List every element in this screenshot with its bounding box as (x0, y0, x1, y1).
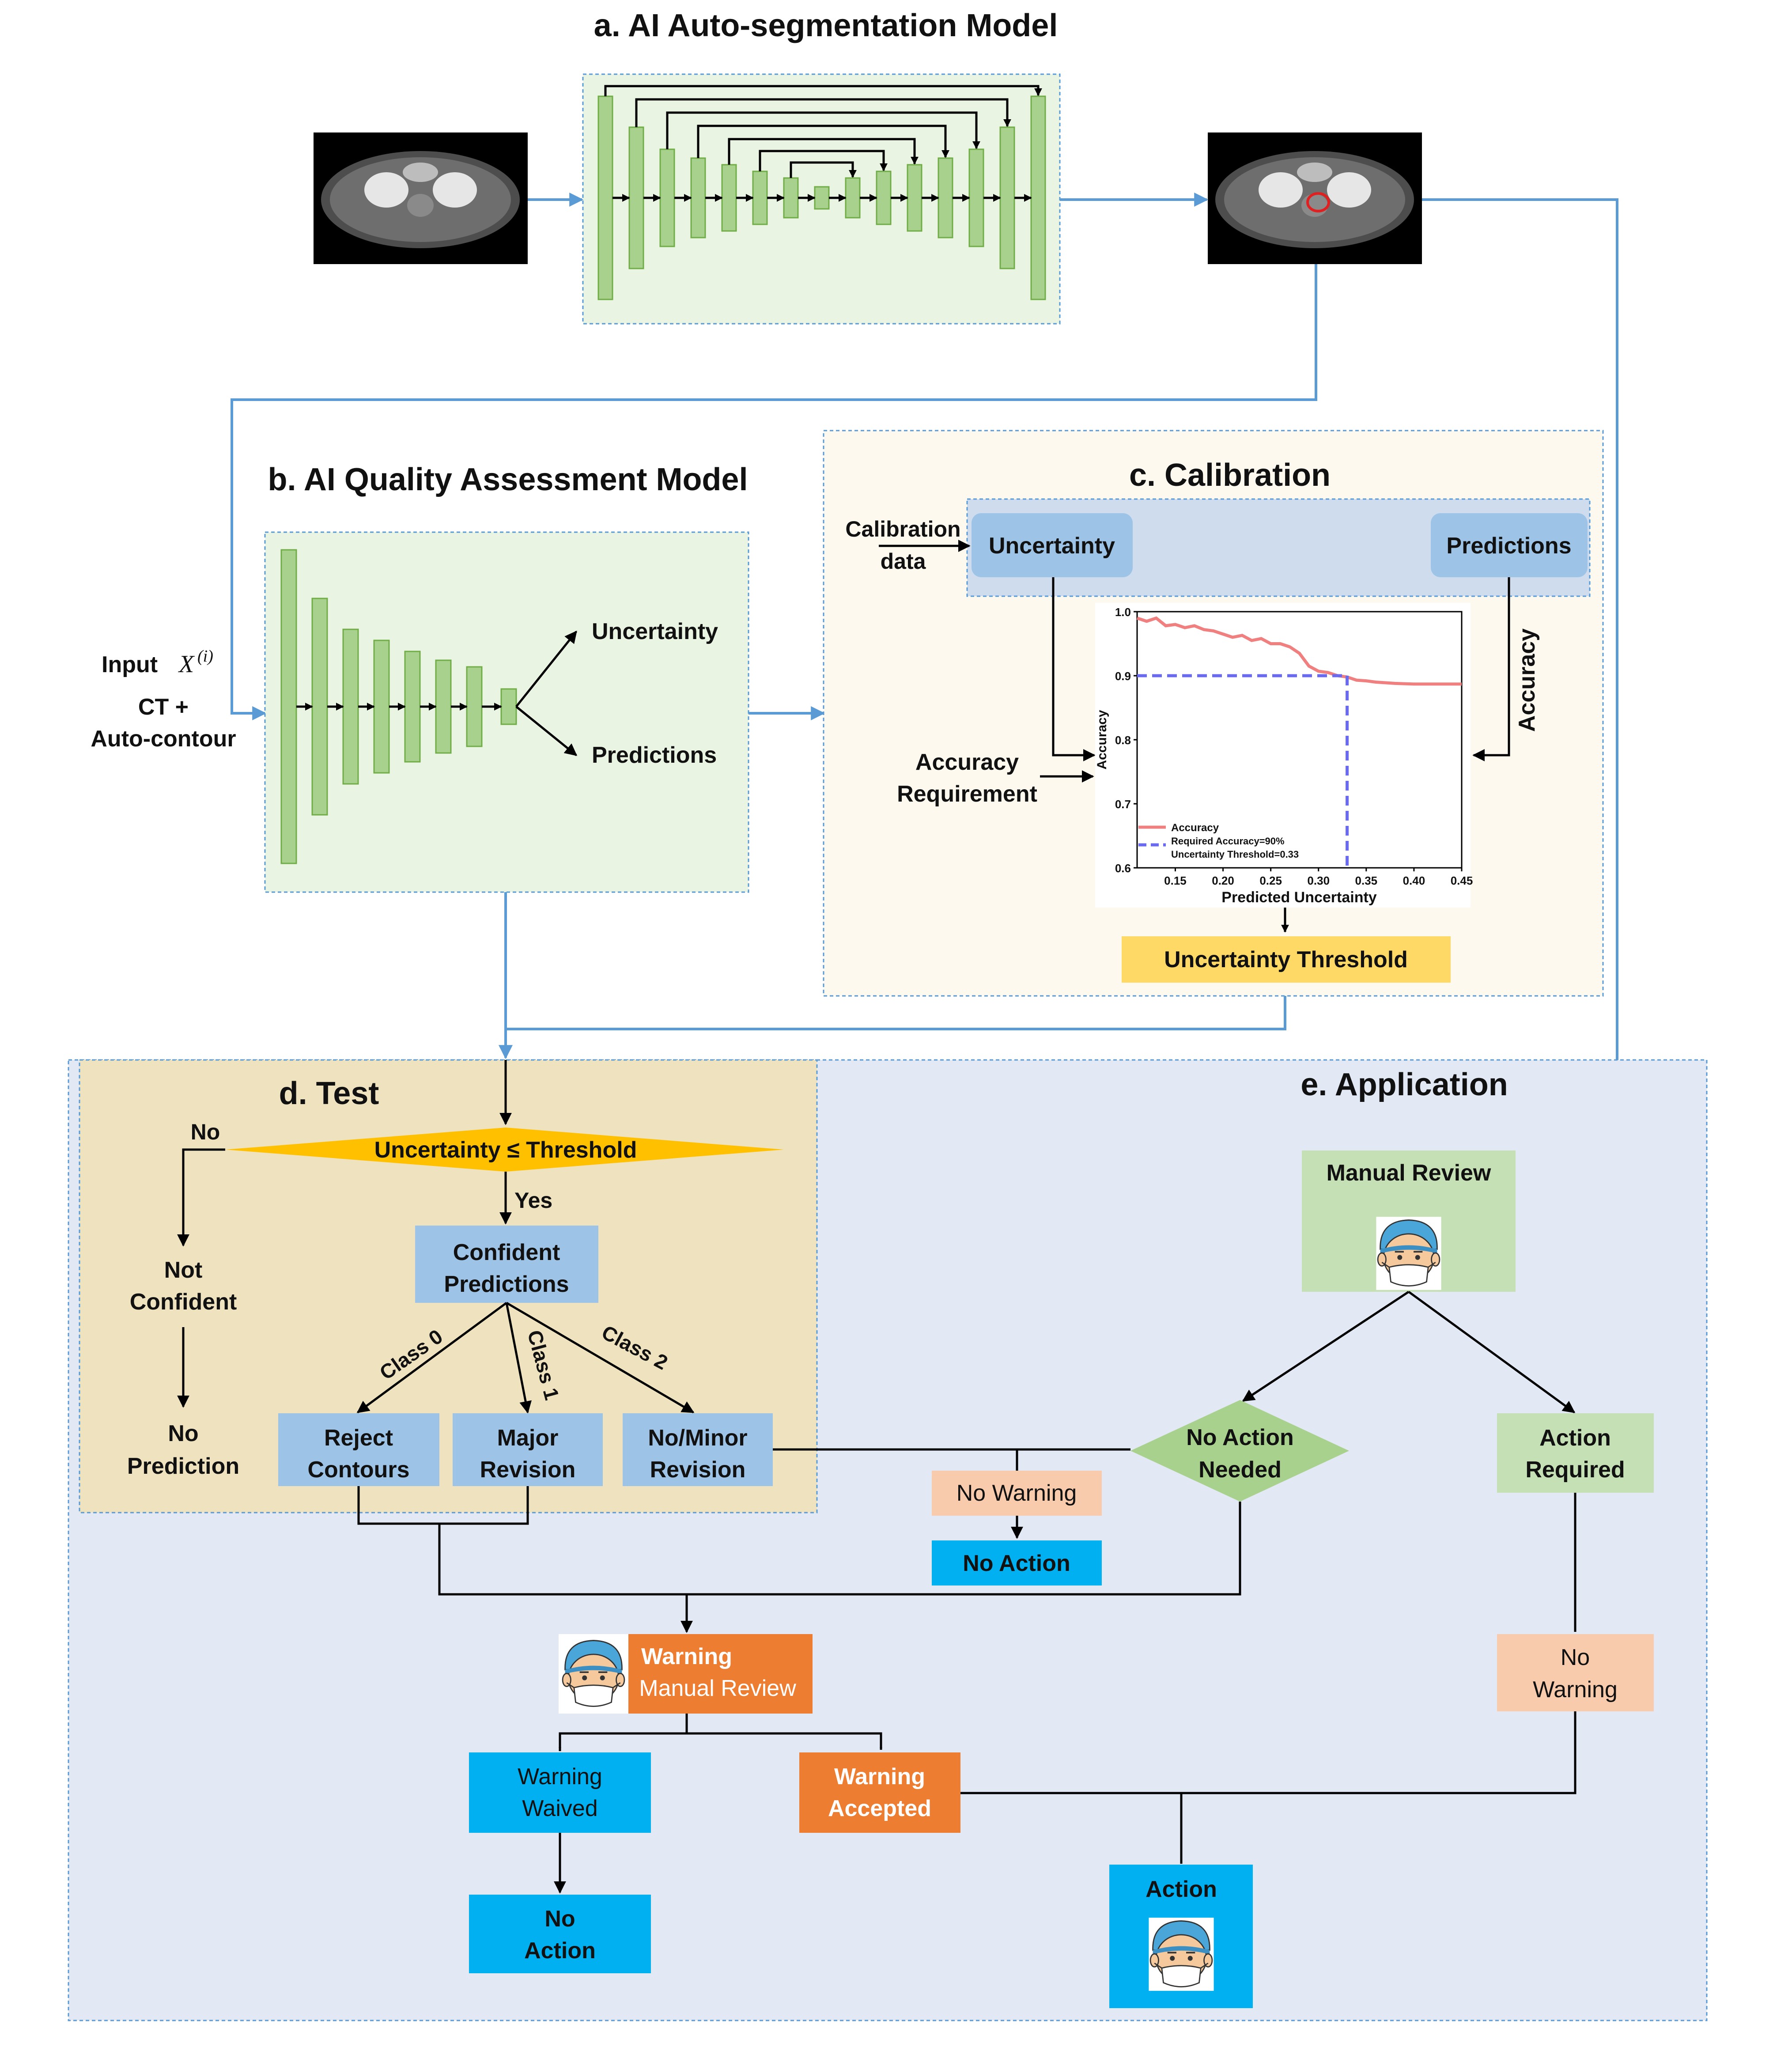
predictions-box (1431, 513, 1588, 577)
qa-out-predictions: Predictions (592, 742, 717, 768)
no-minor-revision-box (623, 1413, 773, 1486)
section-d-title: d. Test (279, 1076, 379, 1111)
accuracy-requirement-2: Requirement (897, 781, 1037, 807)
threshold-decision-label: Uncertainty ≤ Threshold (374, 1137, 637, 1163)
legend-required-accuracy: Required Accuracy=90% (1171, 836, 1285, 847)
warning-accepted-1: Warning (834, 1764, 925, 1790)
chart-legend: Accuracy Required Accuracy=90% Uncertain… (1138, 822, 1299, 860)
uncertainty-box-label: Uncertainty (989, 533, 1115, 559)
manual-review-label: Manual Review (1327, 1160, 1491, 1186)
not-confident-2: Confident (130, 1289, 237, 1315)
action-reviewer-icon (1148, 1917, 1215, 1992)
action-required-box (1497, 1413, 1654, 1493)
calibration-data-label-1: Calibration (845, 517, 960, 541)
x-tick-label: 0.30 (1307, 874, 1330, 887)
y-tick-label: 0.6 (1115, 862, 1131, 875)
no-warning-right-2: Warning (1533, 1677, 1618, 1703)
not-confident-1: Not (164, 1257, 203, 1283)
no-action-center-label: No Action (963, 1551, 1070, 1576)
predictions-box-label: Predictions (1446, 533, 1571, 559)
qa-out-uncertainty: Uncertainty (592, 619, 718, 644)
no-warning-center-box (932, 1471, 1102, 1516)
no-warning-right-box (1497, 1634, 1654, 1711)
action-required-2: Required (1525, 1457, 1625, 1483)
y-tick-label: 1.0 (1115, 605, 1131, 619)
legend-uncertainty-threshold: Uncertainty Threshold=0.33 (1171, 849, 1299, 860)
input-label: Input (102, 652, 158, 677)
no-minor-revision-2: Revision (650, 1457, 746, 1483)
no-action-needed-diamond (1130, 1400, 1349, 1502)
x-tick-label: 0.45 (1451, 874, 1473, 887)
no-action-center-box (932, 1540, 1102, 1585)
action-label: Action (1146, 1877, 1217, 1902)
accuracy-series-line (1136, 616, 1462, 686)
segmentation-network (582, 73, 1061, 325)
major-revision-box (453, 1413, 603, 1486)
reject-contours-1: Reject (324, 1425, 393, 1451)
confident-predictions-box (415, 1226, 598, 1303)
warning-manual-review-label: Manual Review (639, 1676, 796, 1701)
x-tick-label: 0.35 (1355, 874, 1378, 887)
warning-reviewer-icon (560, 1636, 627, 1711)
section-b-title: b. AI Quality Assessment Model (268, 462, 748, 497)
auto-contour-outline (1306, 192, 1330, 212)
input-symbol: X (178, 651, 195, 678)
warning-accepted-box (799, 1752, 960, 1833)
input-superscript: (i) (197, 647, 213, 666)
section-c-title: c. Calibration (1129, 458, 1331, 493)
calibration-chart: 0.6 0.7 0.8 0.9 1.0 0.15 0.20 0.25 0.30 0.35 0.40… (1095, 603, 1473, 908)
reviewer-icon (1375, 1216, 1442, 1291)
ct-label: CT + (138, 694, 189, 720)
x-tick-label: 0.40 (1403, 874, 1425, 887)
no-prediction-2: Prediction (127, 1453, 239, 1479)
action-required-1: Action (1539, 1425, 1611, 1451)
no-action-bottom-1: No (544, 1906, 575, 1932)
warning-label: Warning (641, 1644, 732, 1669)
threshold-decision-diamond (225, 1128, 784, 1172)
no-warning-right-1: No (1561, 1645, 1590, 1670)
ct-input-image (314, 132, 528, 264)
chart-ylabel: Accuracy (1095, 710, 1109, 769)
auto-contour-label: Auto-contour (91, 726, 236, 752)
uncertainty-box (972, 513, 1133, 577)
legend-accuracy: Accuracy (1171, 822, 1219, 834)
major-revision-1: Major (497, 1425, 559, 1451)
uncertainty-threshold-box (1122, 936, 1451, 983)
no-minor-revision-1: No/Minor (648, 1425, 747, 1451)
warning-waived-1: Warning (518, 1764, 602, 1790)
section-a-title: a. AI Auto-segmentation Model (594, 8, 1058, 43)
accuracy-side-label: Accuracy (1514, 628, 1540, 732)
no-action-needed-1: No Action (1186, 1425, 1294, 1450)
no-action-bottom-box (469, 1895, 651, 1973)
accuracy-requirement-1: Accuracy (915, 749, 1019, 775)
no-label: No (191, 1120, 220, 1144)
y-tick-label: 0.7 (1115, 798, 1131, 811)
no-prediction-1: No (168, 1421, 198, 1446)
major-revision-2: Revision (480, 1457, 576, 1483)
yes-label: Yes (514, 1188, 552, 1213)
warning-waived-2: Waived (522, 1796, 597, 1821)
uncertainty-threshold-label: Uncertainty Threshold (1164, 947, 1408, 972)
chart-xlabel: Predicted Uncertainty (1221, 889, 1377, 906)
y-tick-label: 0.9 (1115, 670, 1131, 683)
no-warning-center-label: No Warning (956, 1480, 1077, 1506)
y-tick-label: 0.8 (1115, 734, 1131, 747)
x-tick-label: 0.15 (1164, 874, 1187, 887)
reject-contours-box (278, 1413, 439, 1486)
no-action-needed-2: Needed (1198, 1457, 1282, 1483)
warning-accepted-2: Accepted (828, 1796, 931, 1821)
confident-predictions-1: Confident (453, 1240, 560, 1265)
x-tick-label: 0.20 (1212, 874, 1234, 887)
warning-waived-box (469, 1752, 651, 1833)
calibration-data-label-2: data (881, 549, 926, 574)
reject-contours-2: Contours (307, 1457, 409, 1483)
no-action-bottom-2: Action (524, 1938, 596, 1964)
section-e-title: e. Application (1301, 1067, 1508, 1102)
x-tick-label: 0.25 (1259, 874, 1282, 887)
confident-predictions-2: Predictions (444, 1271, 569, 1297)
ct-output-image (1208, 132, 1422, 264)
